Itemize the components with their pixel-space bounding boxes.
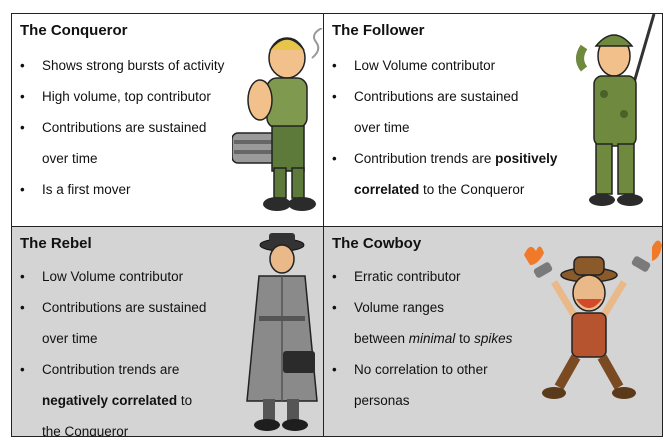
list-item: Volume ranges (332, 292, 512, 323)
list-item: Contributions are sustained (20, 292, 206, 323)
list-item: Erratic contributor (332, 261, 512, 292)
list-item-continuation: the Conqueror (42, 424, 129, 437)
cowboy-panel: The Cowboy Erratic contributor Volume ra… (323, 226, 663, 437)
list-item: Contributions are sustained (20, 112, 224, 143)
rebel-title: The Rebel (20, 235, 92, 252)
list-item: High volume, top contributor (20, 81, 224, 112)
list-item-continuation: over time (42, 331, 98, 346)
conqueror-title: The Conqueror (20, 22, 128, 39)
list-item: Is a first mover (20, 174, 224, 205)
list-item: Contribution trends are (20, 354, 206, 385)
list-item-continuation: personas (354, 393, 410, 408)
rebel-panel: The Rebel Low Volume contributor Contrib… (11, 226, 324, 437)
rebel-list: Low Volume contributor Contributions are… (20, 261, 206, 437)
conqueror-illustration (232, 28, 323, 211)
list-item-continuation: between minimal to spikes (354, 331, 513, 346)
cowboy-title: The Cowboy (332, 235, 422, 252)
list-item: Low Volume contributor (20, 261, 206, 292)
list-item: No correlation to other (332, 354, 512, 385)
follower-illustration (576, 14, 656, 206)
list-item: Contributions are sustained (332, 81, 557, 112)
list-item: Contribution trends are positively (332, 143, 557, 174)
list-item: Low Volume contributor (332, 50, 557, 81)
cowboy-illustration (524, 240, 662, 399)
list-item-continuation: over time (354, 120, 410, 135)
list-item: Shows strong bursts of activity (20, 50, 224, 81)
persona-grid: The Conqueror Shows strong bursts of act… (11, 13, 663, 437)
follower-list: Low Volume contributor Contributions are… (332, 50, 557, 205)
follower-panel: The Follower Low Volume contributor Cont… (323, 13, 663, 227)
list-item-continuation: correlated to the Conqueror (354, 182, 525, 197)
rebel-illustration (246, 233, 318, 431)
follower-title: The Follower (332, 22, 425, 39)
conqueror-list: Shows strong bursts of activity High vol… (20, 50, 224, 205)
list-item-continuation: negatively correlated to (42, 393, 193, 408)
list-item-continuation: over time (42, 151, 98, 166)
conqueror-panel: The Conqueror Shows strong bursts of act… (11, 13, 324, 227)
cowboy-list: Erratic contributor Volume ranges betwee… (332, 261, 512, 416)
